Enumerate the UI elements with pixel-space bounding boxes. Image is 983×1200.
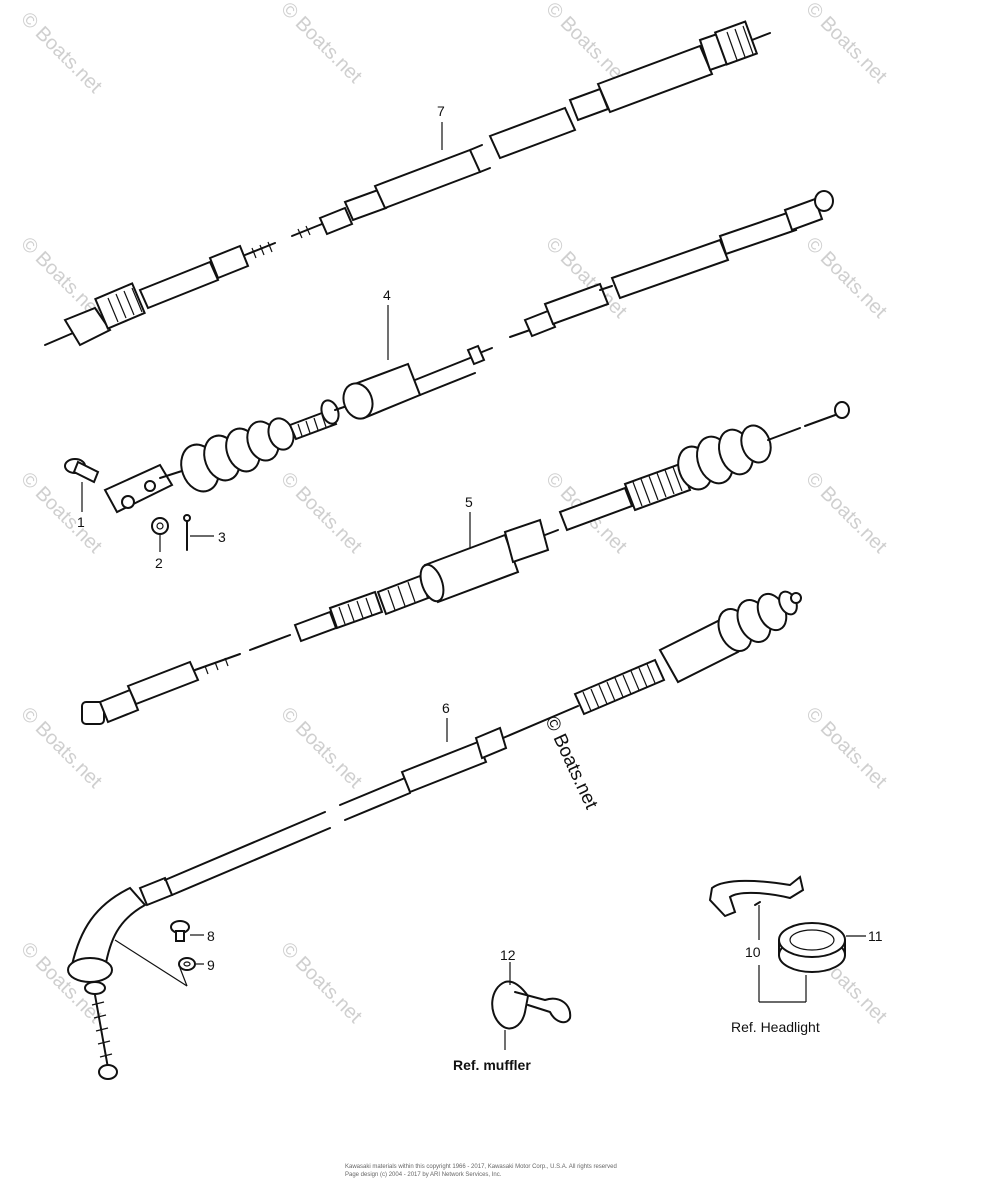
callout-8: 8 [207,928,215,944]
watermark: © Boats.net [801,0,891,88]
clutch-cable [103,190,834,514]
clevis-pin [64,458,100,484]
watermark: © Boats.net [541,0,631,88]
screw [170,920,190,942]
bracket [708,875,805,918]
watermark: © Boats.net [276,938,366,1028]
ref-muffler-label: Ref. muffler [453,1057,531,1073]
callout-7: 7 [437,103,445,119]
watermark-layer: © Boats.net © Boats.net © Boats.net © Bo… [16,0,891,1028]
callout-9: 9 [207,957,215,973]
watermark: © Boats.net [16,8,106,98]
callout-11: 11 [868,928,883,944]
watermark: © Boats.net [801,233,891,323]
ref-headlight-label: Ref. Headlight [731,1019,820,1035]
callout-10: 10 [745,944,761,960]
copyright-line-2: Page design (c) 2004 - 2017 by ARI Netwo… [345,1172,502,1178]
callout-4: 4 [383,287,391,303]
cotter-pin [183,514,191,551]
watermark: © Boats.net [801,703,891,793]
watermark: © Boats.net [276,0,366,88]
rear-cable [67,590,802,1080]
watermark: © Boats.net [276,468,366,558]
callout-1: 1 [77,514,85,530]
grommet [778,922,846,973]
callout-5: 5 [465,494,473,510]
wire-clip [491,980,572,1030]
washer [178,957,196,971]
callout-6: 6 [442,700,450,716]
washer [151,517,169,535]
callout-12: 12 [500,947,516,963]
copyright-line-1: Kawasaki materials within this copyright… [345,1164,617,1170]
callout-3: 3 [218,529,226,545]
brake-cable [81,401,850,725]
watermark: © Boats.net [801,468,891,558]
callout-2: 2 [155,555,163,571]
watermark: © Boats.net [540,713,601,813]
speedometer-cable [44,20,771,347]
watermark: © Boats.net [276,703,366,793]
